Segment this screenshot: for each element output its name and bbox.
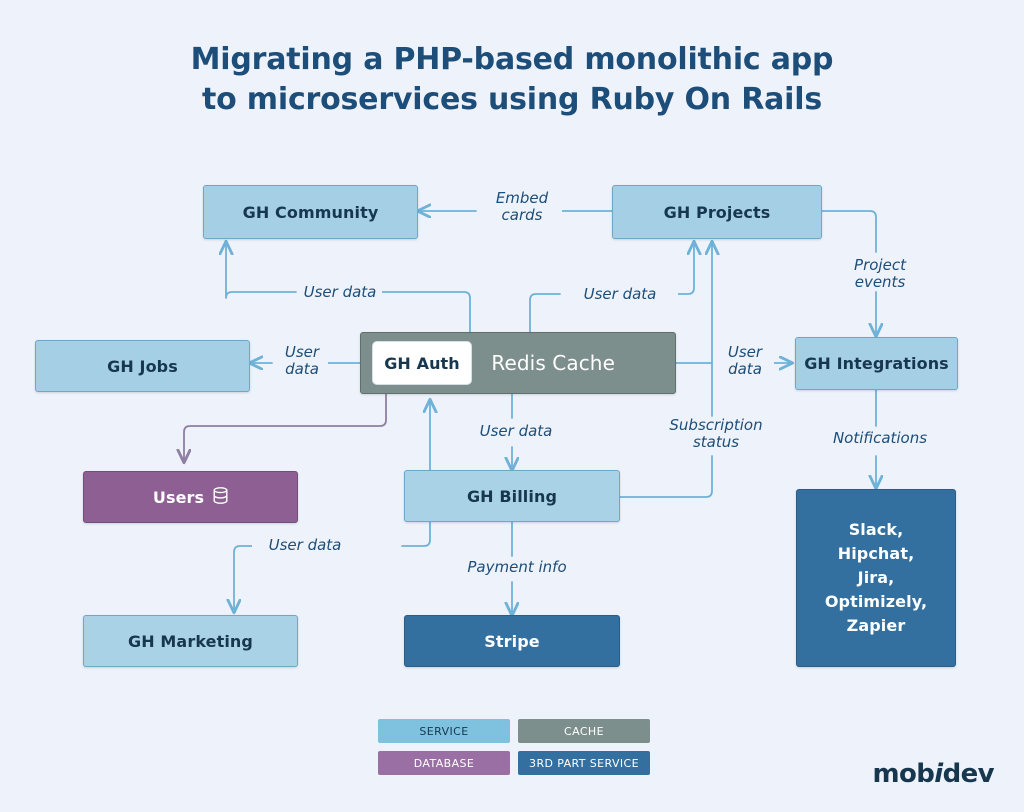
node-gh-jobs-label: GH Jobs	[107, 356, 178, 376]
legend-label-service: SERVICE	[419, 724, 469, 738]
edge-label-user-data-projects: User data	[562, 286, 678, 303]
node-gh-projects[interactable]: GH Projects	[612, 185, 822, 239]
logo-part2: dev	[942, 759, 995, 789]
third-party-slack: Slack,	[848, 520, 904, 539]
node-gh-marketing[interactable]: GH Marketing	[83, 615, 298, 667]
database-cylinder-icon	[213, 486, 228, 508]
third-party-optimizely: Optimizely,	[824, 592, 928, 611]
node-gh-jobs[interactable]: GH Jobs	[35, 340, 250, 392]
wire-userdata-to-marketing	[234, 545, 351, 612]
user-data-jobs-line2: data	[285, 360, 319, 378]
legend-item-cache: CACHE	[518, 719, 650, 743]
user-data-integr-line2: data	[728, 360, 762, 378]
user-data-integr-line1: User	[727, 343, 763, 361]
legend-item-third-party: 3RD PART SERVICE	[518, 751, 650, 775]
edge-label-project-events: Project events	[836, 257, 924, 291]
edge-label-notifications: Notifications	[826, 430, 934, 447]
logo-part1: mob	[872, 759, 935, 789]
legend-item-database: DATABASE	[378, 751, 510, 775]
node-stripe[interactable]: Stripe	[404, 615, 620, 667]
node-stripe-label: Stripe	[484, 631, 540, 651]
node-gh-auth-label: GH Auth	[384, 353, 460, 373]
embed-cards-line1: Embed	[495, 189, 549, 207]
wire-auth-userdata-left-seg	[373, 291, 471, 333]
edge-label-user-data-marketing: User data	[252, 537, 358, 554]
edge-label-user-data-community: User data	[298, 284, 382, 301]
legend-label-database: DATABASE	[413, 756, 475, 770]
page-title: Migrating a PHP-based monolithic app to …	[0, 40, 1024, 120]
node-gh-community[interactable]: GH Community	[203, 185, 418, 239]
edge-label-payment-info: Payment info	[458, 559, 576, 576]
subscription-line2: status	[692, 433, 740, 451]
edge-label-subscription-status: Subscription status	[654, 417, 778, 451]
node-users-label: Users	[152, 487, 205, 507]
wire-userdata-to-community	[226, 242, 297, 299]
node-gh-auth[interactable]: GH Auth	[372, 341, 472, 385]
node-gh-marketing-label: GH Marketing	[128, 631, 253, 651]
logo-italic-i: i	[934, 759, 943, 789]
legend-item-service: SERVICE	[378, 719, 510, 743]
node-gh-billing-label: GH Billing	[466, 486, 558, 506]
node-gh-integrations[interactable]: GH Integrations	[795, 337, 958, 390]
edge-label-user-data-integrations: User data	[716, 344, 774, 378]
node-gh-projects-label: GH Projects	[663, 202, 771, 222]
embed-cards-line2: cards	[501, 206, 543, 224]
node-gh-integrations-label: GH Integrations	[804, 354, 949, 373]
node-gh-billing[interactable]: GH Billing	[404, 470, 620, 522]
wire-billing-subscription-seg1	[619, 455, 713, 498]
title-line-1: Migrating a PHP-based monolithic app	[190, 42, 834, 77]
node-redis-cache-label: Redis Cache	[491, 351, 615, 375]
subscription-line1: Subscription	[669, 416, 763, 434]
legend: SERVICE CACHE DATABASE 3RD PART SERVICE	[378, 719, 650, 775]
wire-redis-userdata-right-seg	[529, 293, 561, 333]
edge-label-user-data-billing: User data	[470, 423, 562, 440]
node-gh-community-label: GH Community	[242, 202, 379, 222]
legend-label-cache: CACHE	[564, 724, 604, 738]
legend-label-third-party: 3RD PART SERVICE	[529, 756, 639, 770]
project-events-line2: events	[854, 273, 906, 291]
wire-auth-to-users-db	[184, 393, 387, 462]
third-party-hipchat: Hipchat,	[837, 544, 915, 563]
wire-projects-events-seg	[821, 210, 877, 253]
edge-label-user-data-jobs: User data	[276, 344, 328, 378]
third-party-jira: Jira,	[857, 568, 895, 587]
node-third-party-services[interactable]: Slack, Hipchat, Jira, Optimizely, Zapier	[796, 489, 956, 667]
project-events-line1: Project	[854, 256, 906, 274]
title-line-2: to microservices using Ruby On Rails	[202, 82, 822, 117]
edge-label-embed-cards: Embed cards	[482, 190, 562, 224]
mobidev-logo: mobidev	[872, 759, 995, 789]
node-third-party-list: Slack, Hipchat, Jira, Optimizely, Zapier	[825, 518, 927, 638]
user-data-jobs-line1: User	[284, 343, 320, 361]
node-users-database[interactable]: Users	[83, 471, 298, 523]
third-party-zapier: Zapier	[846, 616, 906, 635]
